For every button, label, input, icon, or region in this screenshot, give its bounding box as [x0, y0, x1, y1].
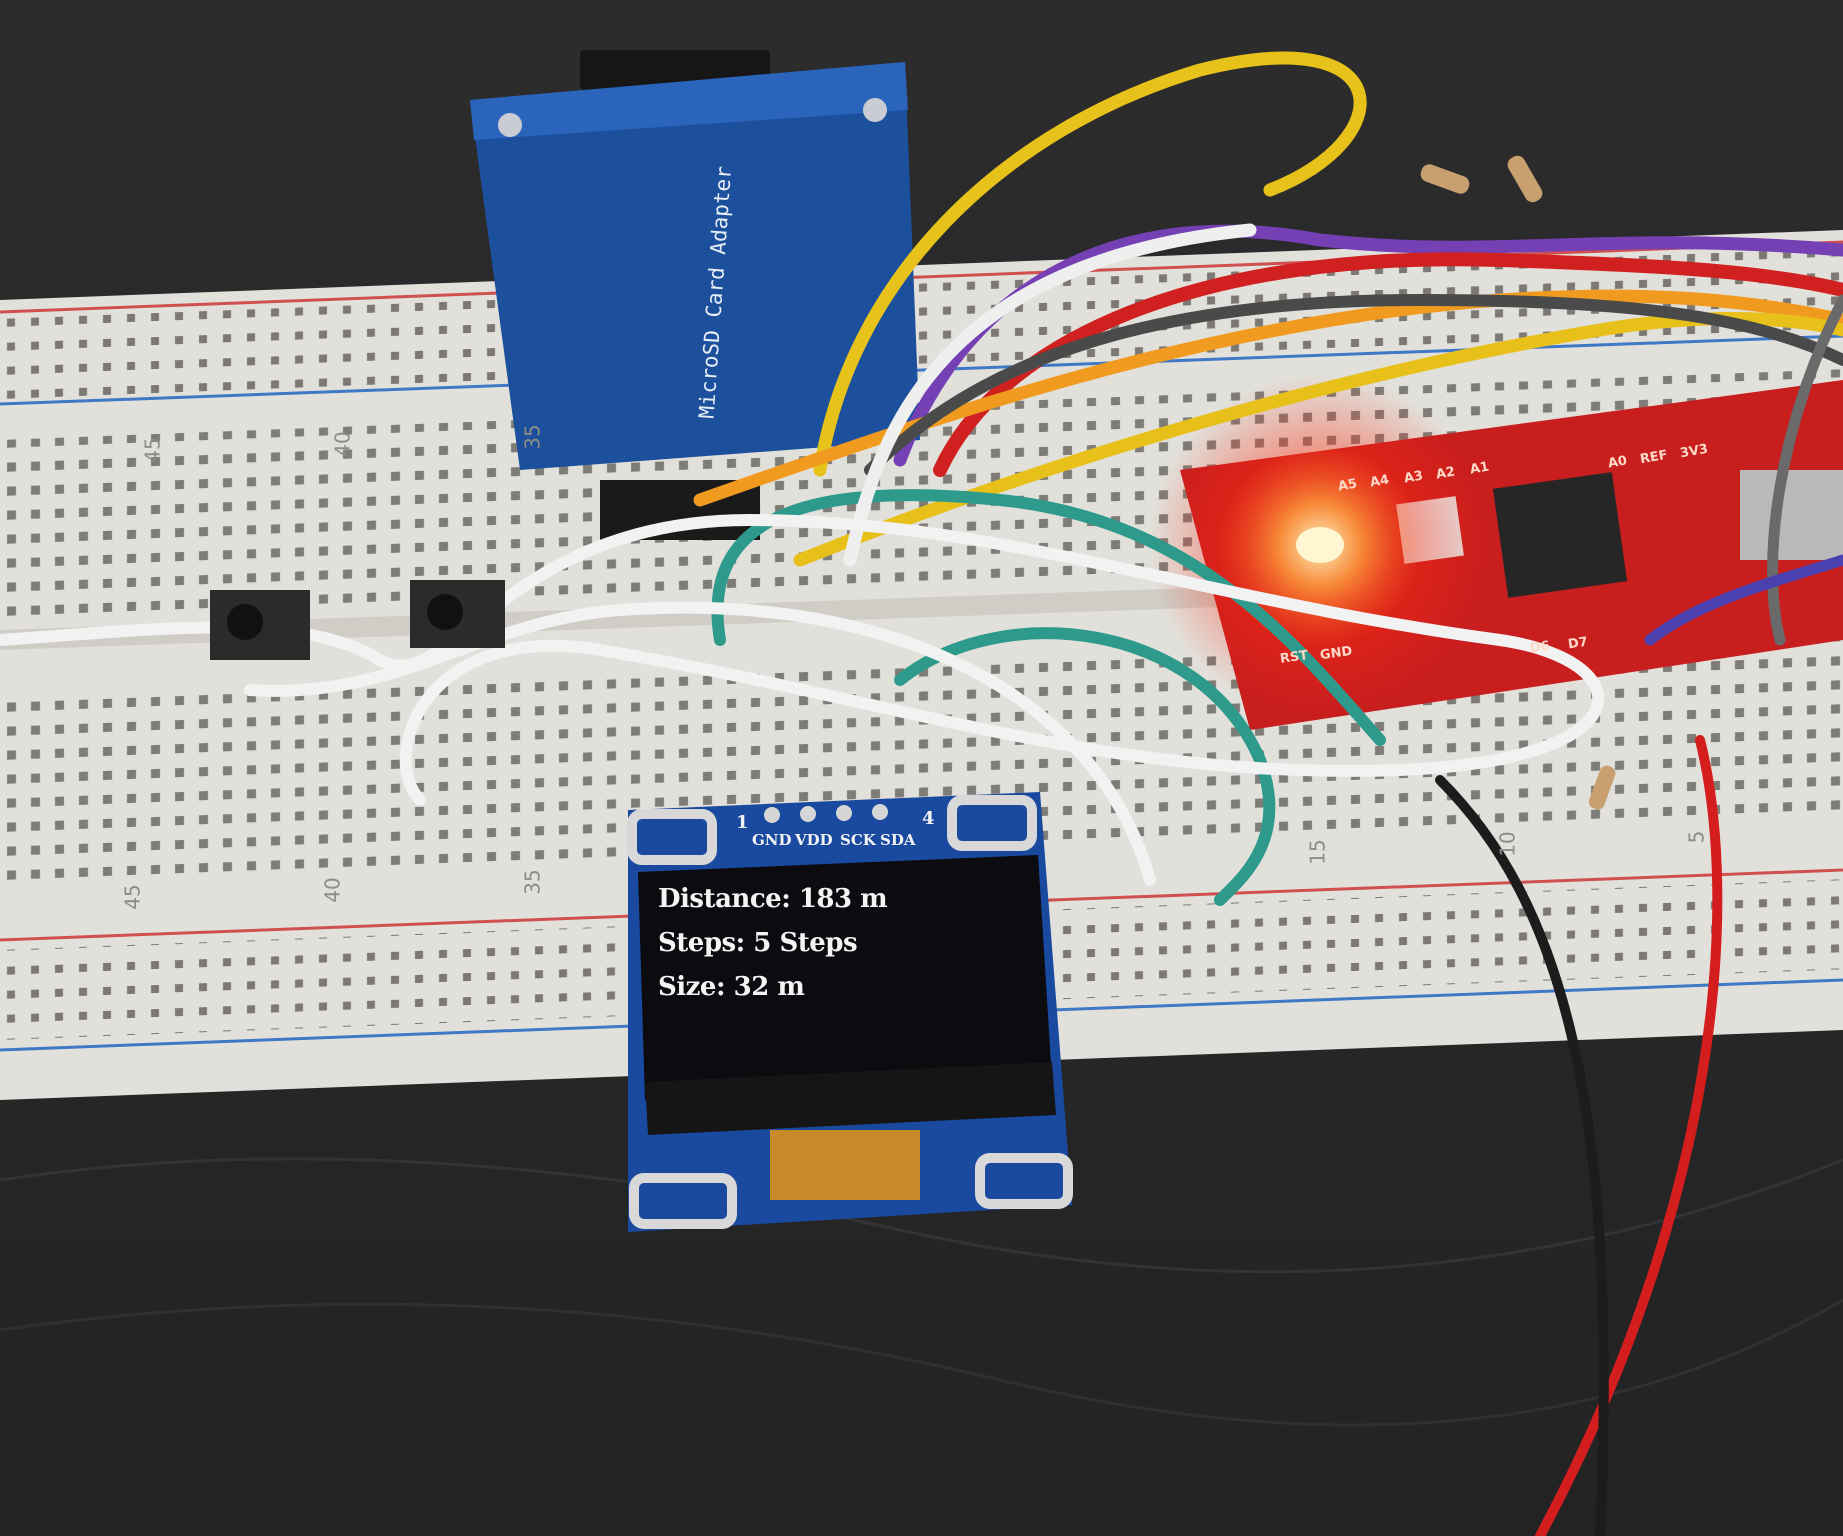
oled-pin-sda-label: SDA: [880, 831, 916, 849]
breadboard-number-lower-45: 45: [120, 884, 145, 910]
jumper-wires: [0, 51, 1843, 1536]
resistors: [1420, 155, 1616, 810]
breadboard-number-upper-45: 45: [140, 437, 165, 463]
breadboard-number-lower-5: 5: [1684, 830, 1709, 844]
breadboard-number-lower-10: 10: [1495, 831, 1520, 857]
oled-pin-vdd-label: VDD: [795, 831, 833, 849]
arduino-label-d7: D7: [1567, 634, 1589, 653]
oled-pin-4-label: 4: [922, 808, 935, 829]
oled-module: [627, 792, 1073, 1232]
breadboard-number-upper-35: 35: [520, 424, 545, 450]
breadboard-number-lower-15: 15: [1305, 839, 1330, 865]
breadboard-number-upper-40: 40: [330, 431, 355, 457]
arduino-nano-board: [1150, 375, 1843, 730]
arduino-label-d6: D6: [1529, 638, 1551, 657]
oled-steps-readout: Steps: 5 Steps: [658, 928, 858, 958]
oled-pin-sck-label: SCK: [840, 831, 876, 849]
oled-distance-readout: Distance: 183 m: [658, 884, 888, 914]
breadboard-number-lower-40: 40: [320, 877, 345, 903]
oled-size-readout: Size: 32 m: [658, 972, 805, 1002]
oled-pin-gnd-label: GND: [752, 831, 792, 849]
breadboard-number-lower-35: 35: [520, 869, 545, 895]
oled-pin-1-label: 1: [736, 812, 749, 833]
pushbuttons: [210, 580, 505, 660]
